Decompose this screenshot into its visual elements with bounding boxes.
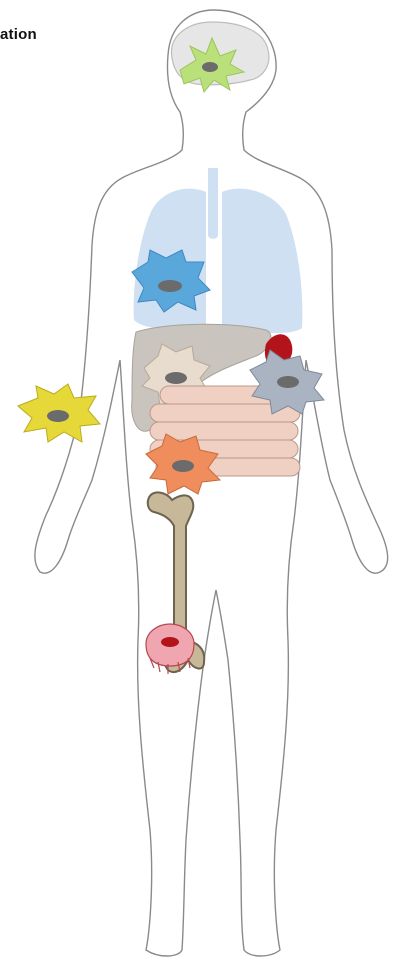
trachea-icon: [208, 168, 218, 239]
body-outline: [35, 10, 388, 956]
